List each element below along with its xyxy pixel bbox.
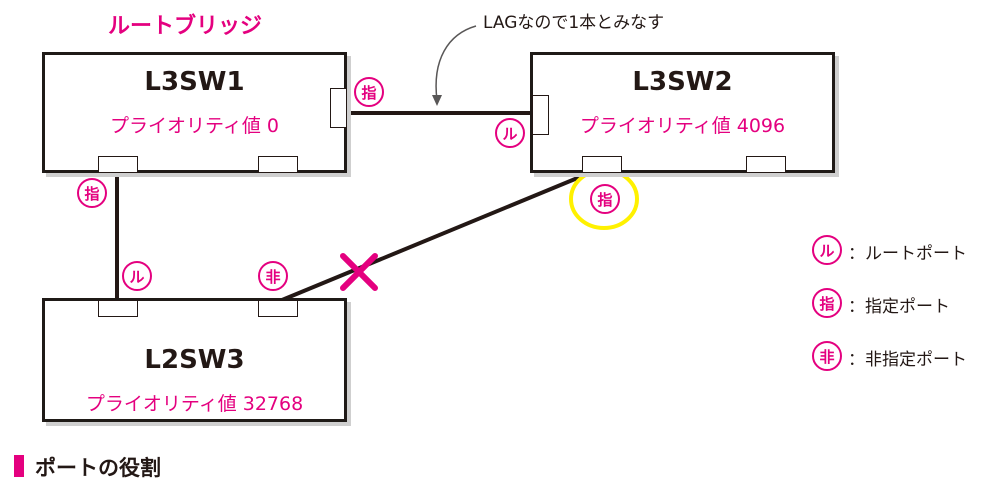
port bbox=[330, 88, 347, 128]
legend-designated-label: ：指定ポート bbox=[848, 297, 950, 317]
lag-arrowhead-icon bbox=[432, 95, 442, 106]
caption-marker bbox=[14, 455, 24, 477]
lag-arrow-icon bbox=[435, 25, 477, 101]
legend-root-label: ：ルートポート bbox=[848, 244, 967, 264]
switch-name: L3SW1 bbox=[144, 67, 245, 97]
port bbox=[582, 156, 622, 173]
badge-designated-l3sw1-right: 指 bbox=[354, 77, 384, 107]
switch-l3sw1: L3SW1 プライオリティ値 0 bbox=[42, 52, 347, 173]
port bbox=[258, 300, 298, 317]
switch-l3sw2: L3SW2 プライオリティ値 4096 bbox=[530, 52, 835, 173]
port bbox=[98, 156, 138, 173]
legend-root-badge: ル bbox=[812, 235, 842, 265]
port bbox=[98, 300, 138, 317]
badge-non-designated-l2sw3: 非 bbox=[258, 261, 288, 291]
switch-priority: プライオリティ値 4096 bbox=[579, 115, 786, 137]
legend-non-designated-badge: 非 bbox=[812, 341, 842, 371]
switch-l2sw3: L2SW3 プライオリティ値 32768 bbox=[42, 298, 347, 422]
badge-designated-l3sw2-bottom: 指 bbox=[590, 184, 620, 214]
blocked-x-icon bbox=[340, 253, 378, 291]
legend-designated-badge: 指 bbox=[812, 288, 842, 318]
badge-root-l2sw3: ル bbox=[122, 261, 152, 291]
link-l2sw3-l3sw2 bbox=[281, 170, 593, 302]
port bbox=[258, 156, 298, 173]
lag-note: LAGなので1本とみなす bbox=[483, 13, 665, 33]
switch-name: L3SW2 bbox=[632, 67, 733, 97]
figure-caption: ポートの役割 bbox=[35, 456, 161, 480]
root-bridge-title: ルートブリッジ bbox=[108, 14, 263, 39]
badge-designated-l3sw1-bottom: 指 bbox=[77, 178, 107, 208]
switch-priority: プライオリティ値 0 bbox=[110, 115, 279, 137]
legend-non-designated-label: ：非指定ポート bbox=[848, 350, 967, 370]
switch-name: L2SW3 bbox=[144, 345, 245, 375]
port bbox=[532, 95, 549, 135]
switch-priority: プライオリティ値 32768 bbox=[85, 393, 304, 415]
badge-root-l3sw2-left: ル bbox=[495, 118, 525, 148]
port bbox=[746, 156, 786, 173]
